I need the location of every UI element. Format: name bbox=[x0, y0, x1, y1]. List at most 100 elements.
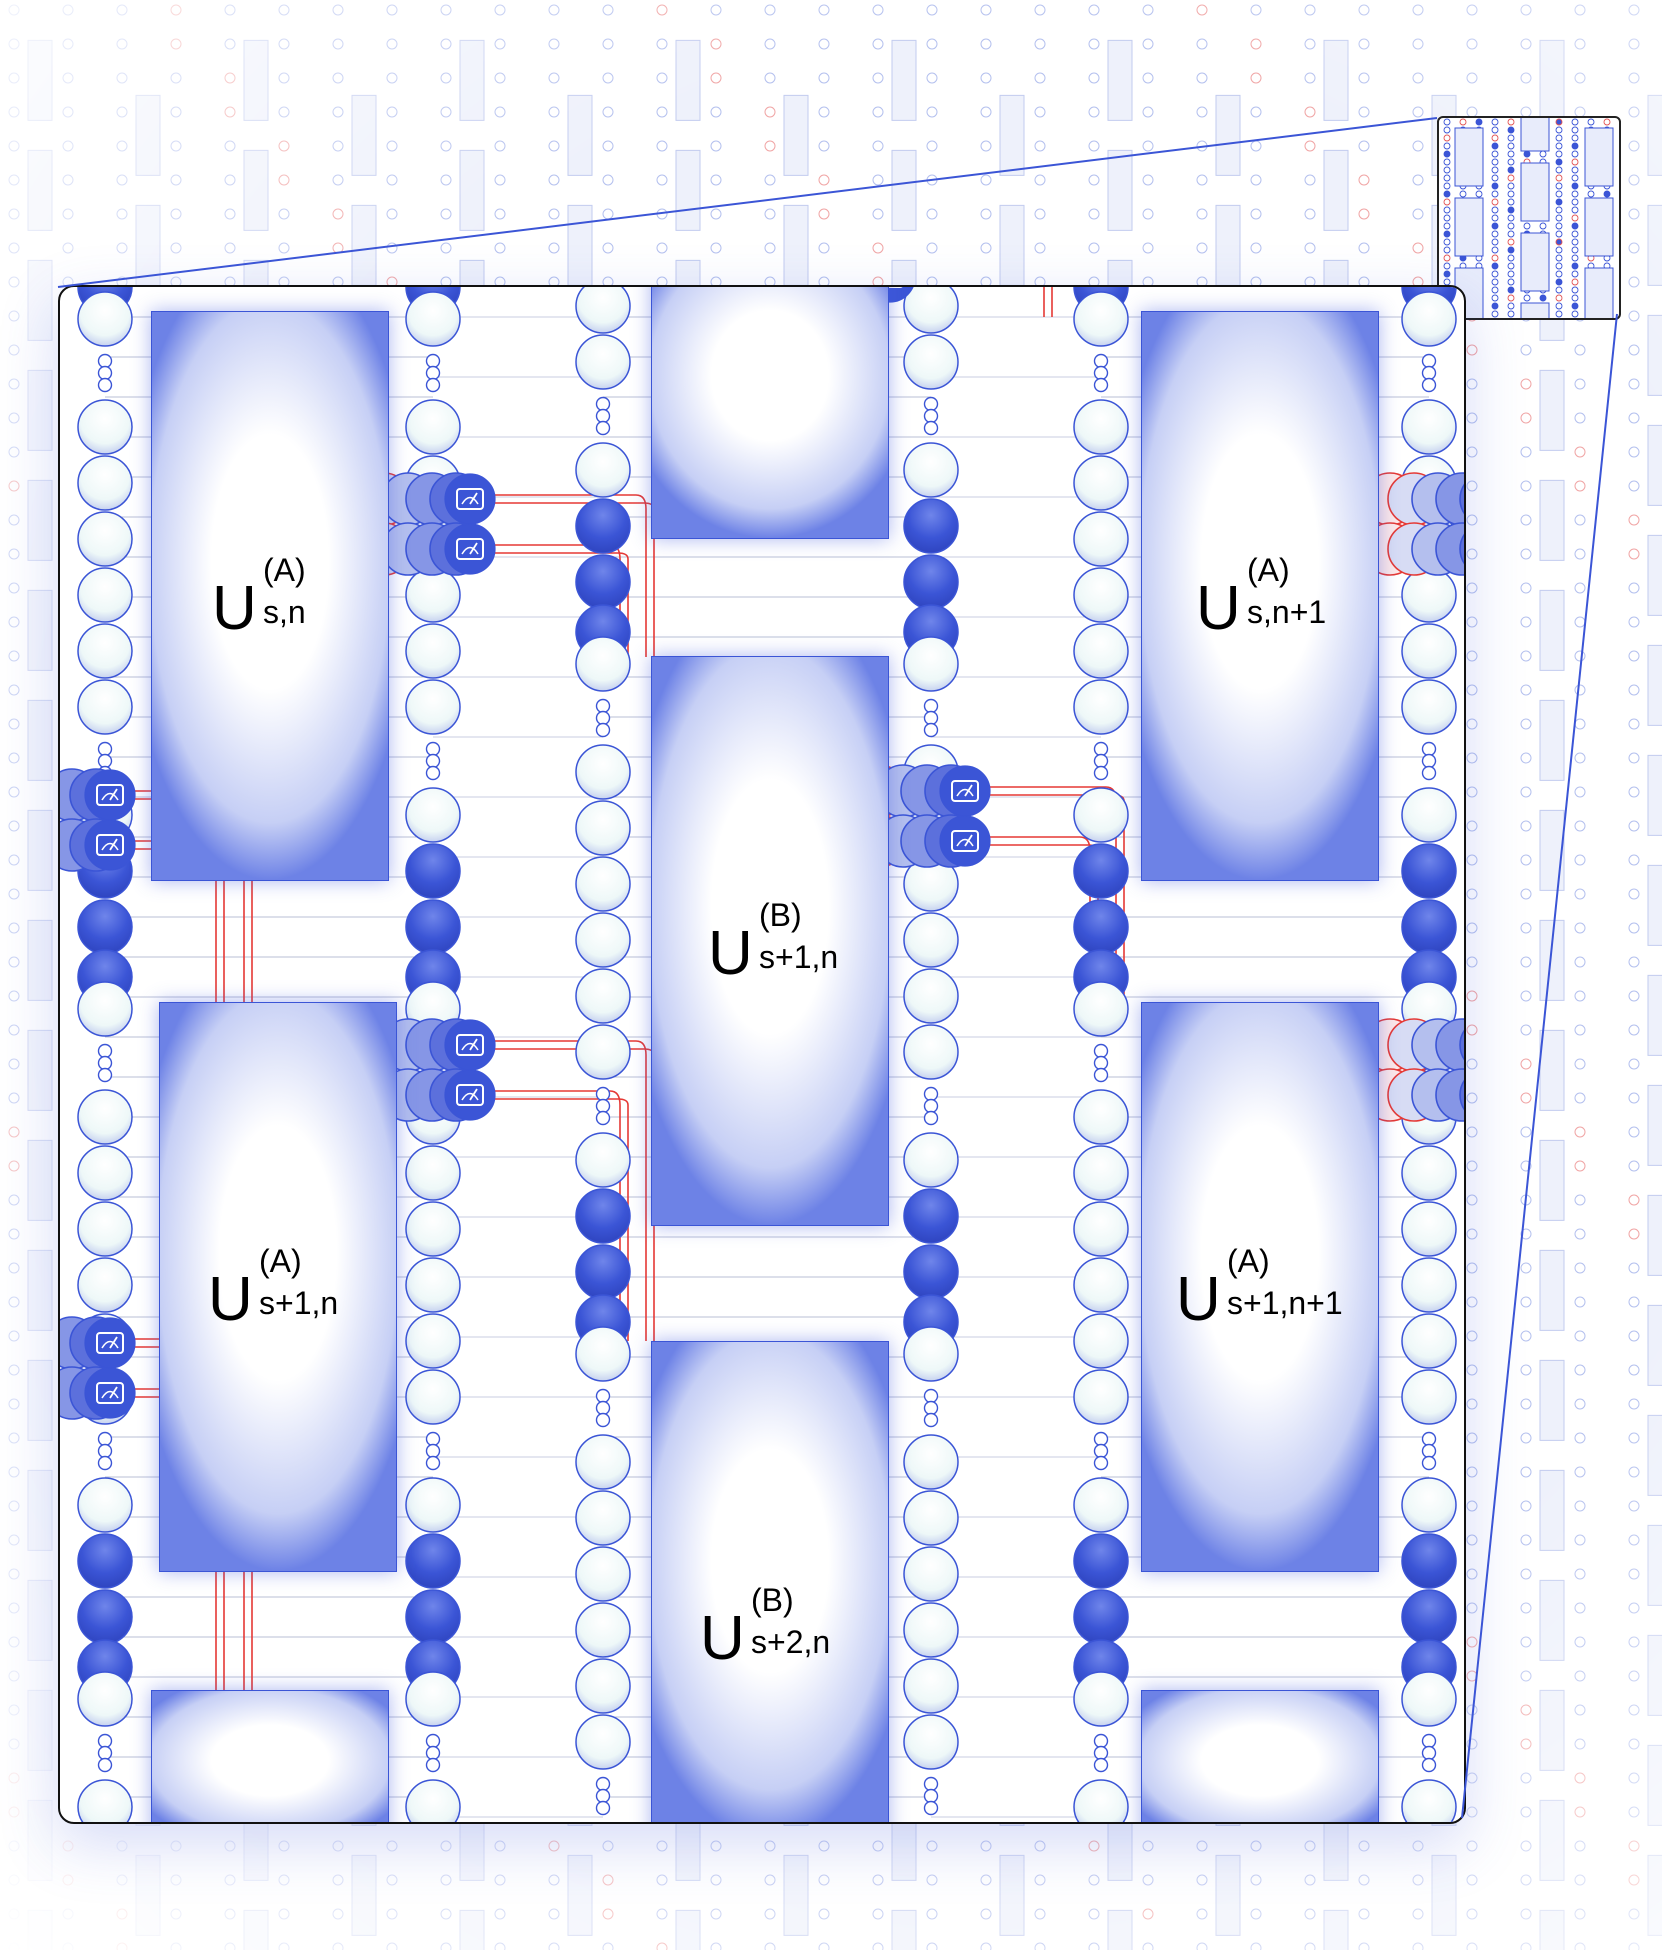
background-qubit bbox=[224, 1942, 236, 1950]
ancilla-small-qubit bbox=[1093, 1455, 1109, 1471]
ancilla-small-qubit bbox=[595, 408, 611, 424]
background-qubit bbox=[1034, 140, 1046, 152]
background-qubit bbox=[170, 38, 182, 50]
measurement-disc bbox=[84, 819, 136, 871]
background-qubit bbox=[386, 1908, 398, 1920]
qubit bbox=[575, 1490, 631, 1546]
inset-qubit bbox=[1507, 238, 1515, 246]
background-qubit bbox=[602, 174, 614, 186]
inset-qubit bbox=[1571, 158, 1579, 166]
background-qubit bbox=[1574, 1024, 1586, 1036]
measured-qubit bbox=[903, 498, 959, 554]
background-qubit bbox=[1466, 1024, 1478, 1036]
background-qubit bbox=[1520, 72, 1532, 84]
background-qubit bbox=[1466, 344, 1478, 356]
background-qubit bbox=[332, 1908, 344, 1920]
inset-qubit bbox=[1459, 118, 1467, 126]
inset-qubit bbox=[1443, 206, 1451, 214]
background-qubit bbox=[494, 1942, 506, 1950]
background-qubit bbox=[1520, 1534, 1532, 1546]
background-qubit bbox=[1520, 1126, 1532, 1138]
background-qubit bbox=[8, 1772, 20, 1784]
qubit bbox=[575, 287, 631, 334]
inset-qubit bbox=[1571, 286, 1579, 294]
background-qubit bbox=[494, 140, 506, 152]
measured-qubit bbox=[575, 1188, 631, 1244]
background-qubit bbox=[1142, 38, 1154, 50]
background-qubit bbox=[1628, 1738, 1640, 1750]
label-main: U bbox=[1176, 1265, 1221, 1334]
qubit bbox=[405, 1145, 461, 1201]
background-qubit bbox=[1520, 956, 1532, 968]
background-qubit bbox=[1574, 1228, 1586, 1240]
background-qubit bbox=[1142, 208, 1154, 220]
background-block bbox=[1539, 809, 1565, 891]
measurement-disc bbox=[84, 1367, 136, 1419]
qubit bbox=[77, 679, 133, 735]
background-qubit bbox=[1088, 4, 1100, 16]
inset-block bbox=[1520, 302, 1550, 318]
background-qubit bbox=[224, 140, 236, 152]
background-block bbox=[1323, 39, 1349, 121]
inset-qubit bbox=[1507, 174, 1515, 182]
background-qubit bbox=[278, 208, 290, 220]
inset-qubit bbox=[1507, 214, 1515, 222]
ancilla-small-qubit bbox=[923, 1412, 939, 1428]
background-qubit bbox=[1520, 1806, 1532, 1818]
background-qubit bbox=[494, 174, 506, 186]
inset-qubit bbox=[1491, 222, 1499, 230]
inset-qubit bbox=[1491, 286, 1499, 294]
background-qubit bbox=[1412, 208, 1424, 220]
background-qubit bbox=[1466, 616, 1478, 628]
qubit bbox=[405, 291, 461, 347]
background-qubit bbox=[872, 1874, 884, 1886]
background-qubit bbox=[1466, 786, 1478, 798]
background-qubit bbox=[494, 1908, 506, 1920]
inset-qubit bbox=[1571, 190, 1579, 198]
background-qubit bbox=[494, 38, 506, 50]
background-qubit bbox=[1466, 684, 1478, 696]
background-qubit bbox=[332, 242, 344, 254]
background-block bbox=[27, 369, 53, 451]
background-qubit bbox=[1304, 208, 1316, 220]
background-qubit bbox=[1250, 1840, 1262, 1852]
measurement-disc bbox=[939, 815, 991, 867]
background-qubit bbox=[1250, 38, 1262, 50]
background-qubit bbox=[1466, 1398, 1478, 1410]
background-block bbox=[27, 1249, 53, 1331]
measurement-meter-icon bbox=[101, 1340, 119, 1349]
measurement-meter-icon bbox=[461, 496, 479, 505]
background-qubit bbox=[62, 106, 74, 118]
ancilla-small-qubit bbox=[1093, 1043, 1109, 1059]
background-qubit bbox=[1628, 820, 1640, 832]
qubit bbox=[405, 1369, 461, 1425]
ancilla-small-qubit bbox=[923, 1776, 939, 1792]
qubit bbox=[575, 1132, 631, 1188]
inset-qubit bbox=[1491, 310, 1499, 318]
inset-qubit bbox=[1443, 270, 1451, 278]
ancilla-small-qubit bbox=[595, 420, 611, 436]
inset-qubit bbox=[1443, 214, 1451, 222]
background-qubit bbox=[926, 174, 938, 186]
inset-qubit bbox=[1491, 230, 1499, 238]
inset-qubit bbox=[1539, 150, 1547, 158]
ancilla-small-qubit bbox=[97, 1043, 113, 1059]
qubit bbox=[903, 1490, 959, 1546]
background-qubit bbox=[1034, 1840, 1046, 1852]
background-qubit bbox=[1520, 1330, 1532, 1342]
background-qubit bbox=[1574, 1704, 1586, 1716]
background-qubit bbox=[1196, 174, 1208, 186]
background-qubit bbox=[1520, 684, 1532, 696]
ancilla-small-qubit bbox=[923, 722, 939, 738]
background-qubit bbox=[1520, 1568, 1532, 1580]
background-qubit bbox=[1520, 1228, 1532, 1240]
background-qubit bbox=[548, 242, 560, 254]
background-qubit bbox=[1466, 1058, 1478, 1070]
background-qubit bbox=[548, 106, 560, 118]
measured-qubit bbox=[1073, 843, 1129, 899]
ancilla-small-qubit bbox=[923, 408, 939, 424]
label-superscript: (B) bbox=[759, 897, 802, 933]
classical-wire bbox=[480, 552, 629, 657]
inset-qubit bbox=[1571, 182, 1579, 190]
background-qubit bbox=[1466, 854, 1478, 866]
